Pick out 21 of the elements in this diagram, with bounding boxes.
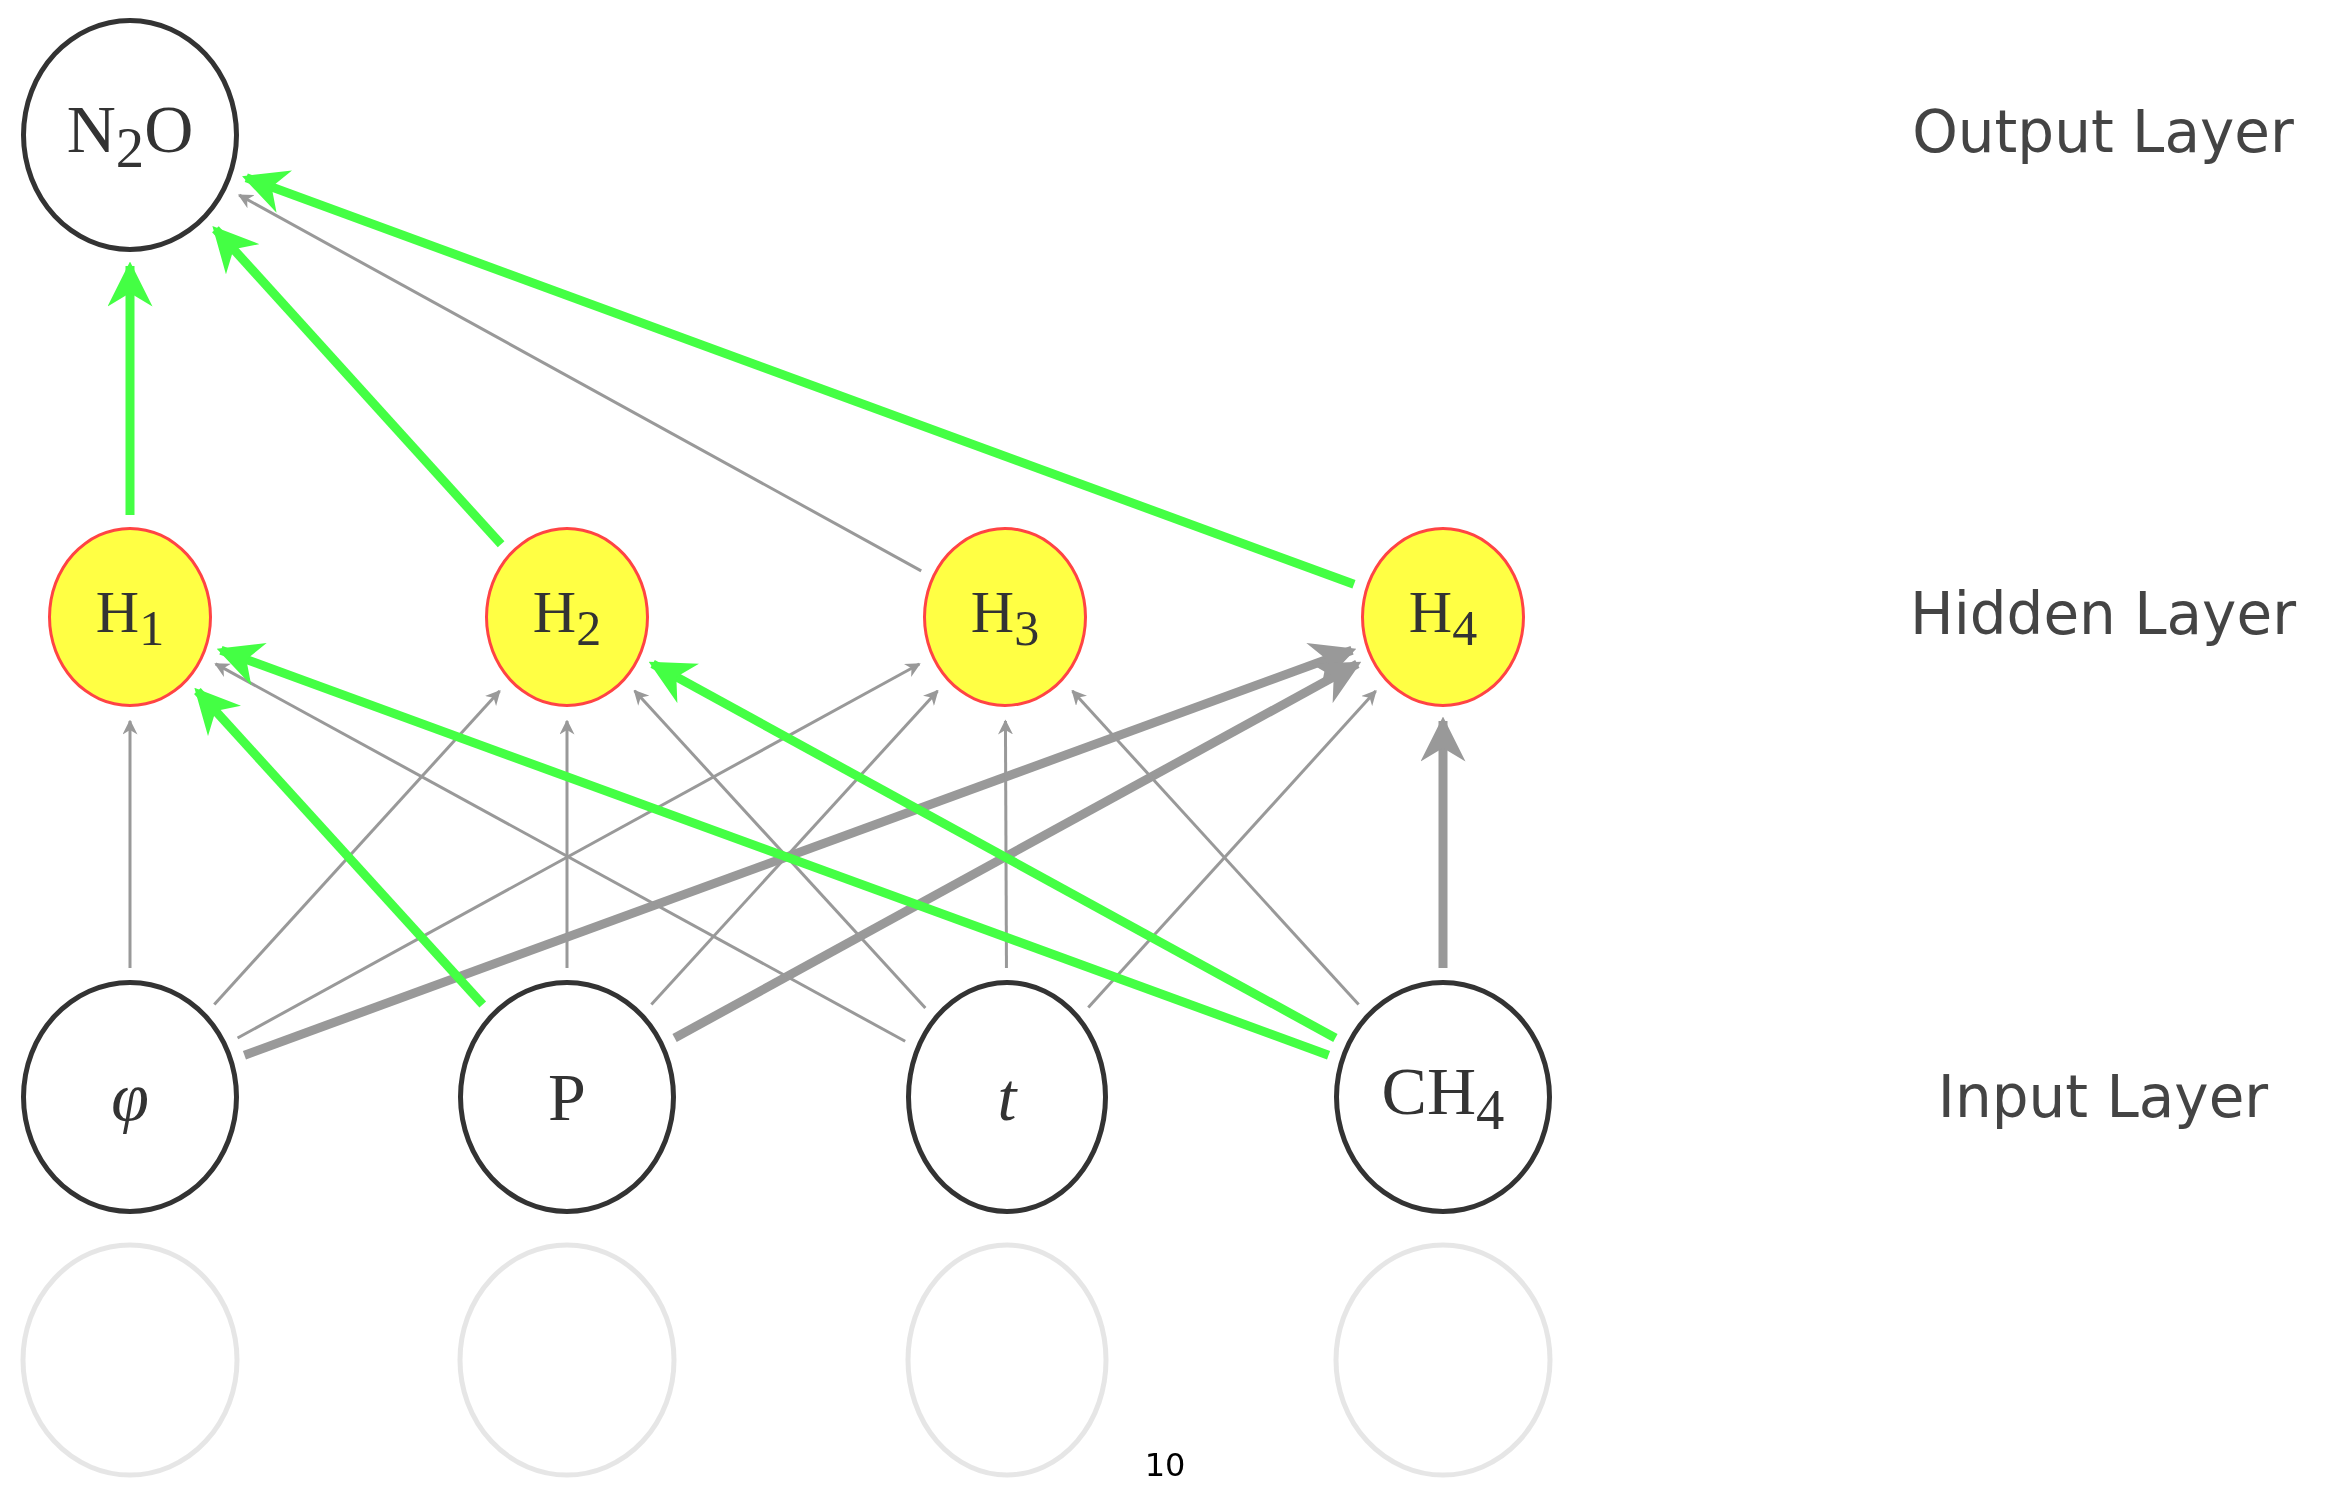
node-label: P — [548, 1057, 586, 1137]
arrow — [212, 225, 505, 548]
node-label: CH$_{4}$ — [1381, 1052, 1505, 1142]
arrow — [122, 719, 138, 968]
arrow — [998, 719, 1013, 968]
arrow — [242, 170, 1356, 589]
arrow — [1420, 716, 1466, 968]
node-label: H$_{1}$ — [95, 577, 165, 657]
node-label: H$_{4}$ — [1408, 577, 1478, 657]
node-label: H$_{3}$ — [970, 577, 1040, 657]
page-number: 10 — [1144, 1446, 1186, 1484]
node-label: H$_{2}$ — [532, 577, 602, 657]
arrow — [107, 261, 153, 515]
arrow — [237, 193, 922, 573]
arrow — [559, 719, 575, 968]
node-label: N$_{2}$O — [66, 90, 194, 180]
layer-label: Input Layer — [1937, 1063, 2269, 1131]
layer-label: Hidden Layer — [1910, 580, 2296, 648]
node-label: φ — [111, 1057, 149, 1137]
layer-label: Output Layer — [1912, 98, 2294, 166]
node-label: t — [997, 1057, 1017, 1137]
